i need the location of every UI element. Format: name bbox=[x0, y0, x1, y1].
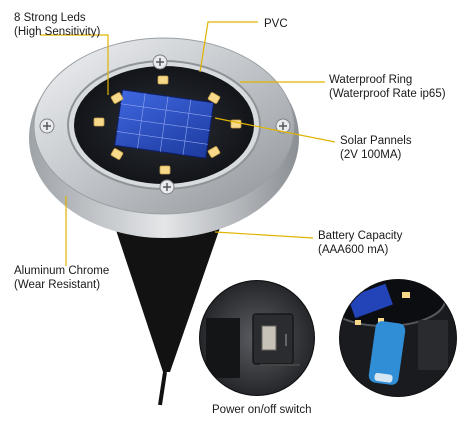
battery-inset bbox=[339, 279, 457, 397]
led bbox=[157, 75, 169, 85]
callout-leds: 8 Strong Leds (High Sensitivity) bbox=[14, 11, 100, 39]
led bbox=[159, 165, 171, 175]
led bbox=[110, 92, 124, 104]
callout-leds-title: 8 Strong Leds bbox=[14, 12, 86, 24]
leader-solar bbox=[214, 117, 336, 143]
callout-battery-title: Battery Capacity bbox=[318, 230, 403, 242]
callout-ring: Waterproof Ring (Waterproof Rate ip65) bbox=[329, 73, 446, 101]
callout-pvc: PVC bbox=[264, 17, 288, 31]
leader-battery bbox=[214, 231, 314, 239]
switch-caption: Power on/off switch bbox=[212, 404, 312, 416]
callout-ring-title: Waterproof Ring bbox=[329, 74, 413, 86]
callout-solar: Solar Pannels (2V 100MA) bbox=[340, 134, 412, 162]
led bbox=[93, 117, 105, 127]
leader-lines bbox=[40, 21, 336, 266]
leader-pvc bbox=[199, 21, 258, 73]
solar-panel bbox=[114, 89, 215, 159]
callout-leds-subtitle: (High Sensitivity) bbox=[14, 26, 101, 38]
switch-inset bbox=[199, 280, 315, 396]
callout-pvc-title: PVC bbox=[264, 18, 288, 30]
leader-leds bbox=[40, 34, 109, 95]
led bbox=[207, 146, 221, 158]
led bbox=[110, 148, 124, 160]
led bbox=[207, 92, 221, 104]
callout-battery-subtitle: (AAA600 mA) bbox=[318, 244, 389, 256]
screw-heads bbox=[39, 54, 291, 195]
ground-stake bbox=[112, 218, 222, 372]
callout-battery: Battery Capacity (AAA600 mA) bbox=[318, 229, 402, 257]
callout-chrome-title: Aluminum Chrome bbox=[14, 265, 110, 277]
callout-chrome: Aluminum Chrome (Wear Resistant) bbox=[14, 264, 109, 292]
stake-tip bbox=[158, 371, 167, 406]
callout-solar-subtitle: (2V 100MA) bbox=[340, 149, 402, 161]
callout-chrome-subtitle: (Wear Resistant) bbox=[14, 279, 101, 291]
callout-solar-title: Solar Pannels bbox=[340, 135, 412, 147]
switch-toggle-icon bbox=[261, 325, 277, 351]
battery-icon bbox=[368, 321, 406, 385]
callout-ring-subtitle: (Waterproof Rate ip65) bbox=[329, 88, 446, 100]
